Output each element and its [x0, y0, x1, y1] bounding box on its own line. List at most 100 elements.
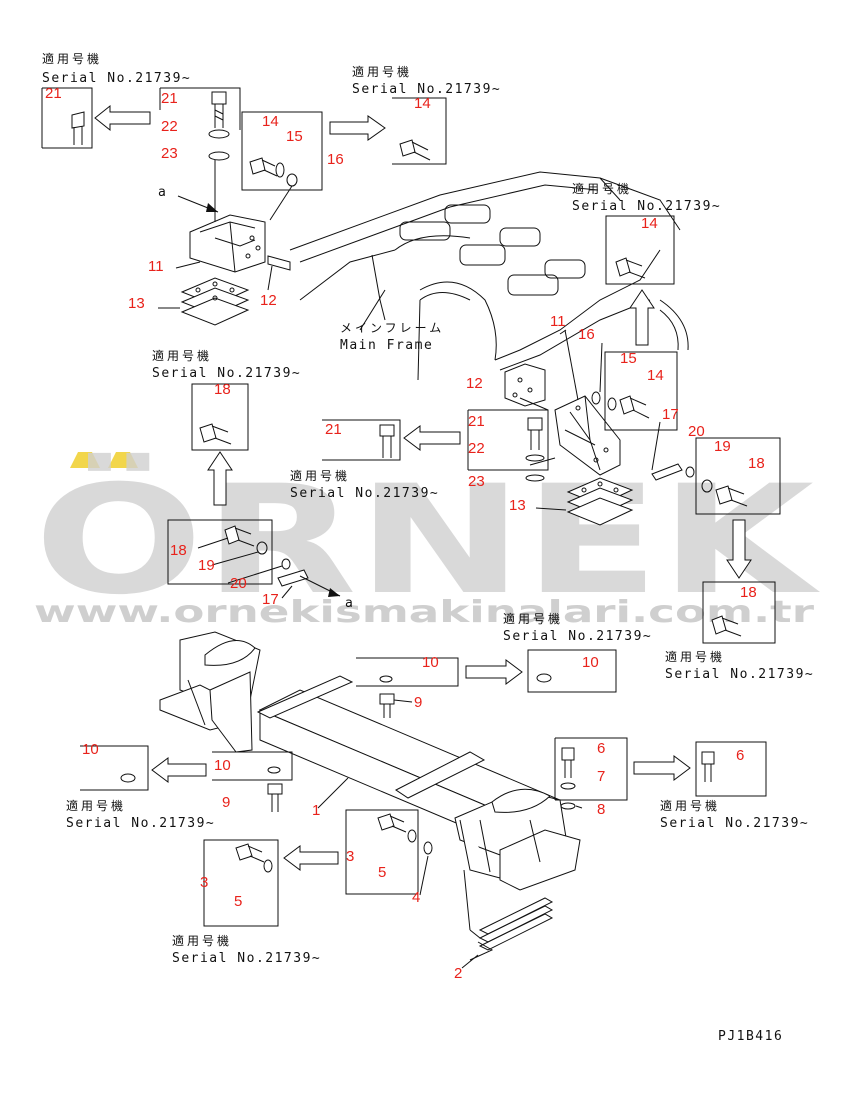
- arrow-right-1: [329, 115, 386, 141]
- detail-box-bolt-3: [345, 809, 433, 895]
- callout: 21: [161, 90, 178, 107]
- callout: 23: [468, 473, 485, 490]
- detail-box-washer-10-top: [356, 657, 459, 718]
- callout: 14: [647, 367, 664, 384]
- callout: 21: [45, 85, 62, 102]
- watermark-url: www.ornekismakinalari.com.tr: [34, 595, 814, 630]
- serial-note-en-10: Serial No.21739~: [172, 951, 321, 966]
- callout: 3: [200, 874, 208, 891]
- detail-box-bolt-6: [554, 737, 628, 810]
- callout: 17: [262, 591, 279, 608]
- serial-note-jp-1: 適用号機: [42, 51, 102, 66]
- serial-note-en-6: Serial No.21739~: [152, 366, 301, 381]
- callout: 3: [346, 848, 354, 865]
- callout: 23: [161, 145, 178, 162]
- serial-box-right-top: [605, 215, 675, 285]
- arrow-down-right: [726, 519, 752, 579]
- callout: 6: [736, 747, 744, 764]
- callout-numbers: 21 21 22 23 14 15 16 14 11 12 13 14 11 1…: [45, 85, 765, 982]
- bracket-left-group: [177, 160, 291, 326]
- callout: 14: [641, 215, 658, 232]
- main-frame-label-jp: メインフレーム: [340, 321, 444, 335]
- callout: 5: [234, 893, 242, 910]
- serial-note-jp-10: 適用号機: [172, 933, 232, 948]
- arrow-up-right: [629, 289, 655, 346]
- callout: 22: [468, 440, 485, 457]
- serial-note-jp-8: 適用号機: [66, 798, 126, 813]
- serial-box-top-left: [41, 87, 93, 149]
- serial-box-washer-10-left: [80, 745, 149, 791]
- serial-note-en-8: Serial No.21739~: [66, 816, 215, 831]
- view-marker-a-bottom: a: [345, 596, 354, 611]
- drawing-code: PJ1B416: [718, 1029, 783, 1044]
- leader-lines: [158, 261, 661, 969]
- callout: 12: [260, 292, 277, 309]
- detail-box-bolt-18-right: [685, 437, 781, 515]
- serial-box-top-center: [392, 97, 447, 165]
- view-marker-a-top: a: [158, 185, 167, 200]
- callout: 10: [214, 757, 231, 774]
- callout: 13: [128, 295, 145, 312]
- watermark-accent-dot-left: [70, 452, 100, 468]
- serial-note-jp-5: 適用号機: [665, 649, 725, 664]
- callout: 2: [454, 965, 462, 982]
- callout: 22: [161, 118, 178, 135]
- axle-frame-drawing: [159, 631, 581, 961]
- watermark-accent-dot-right: [108, 452, 138, 468]
- callout: 16: [327, 151, 344, 168]
- arrow-right-3: [633, 755, 691, 781]
- serial-note-jp-4: 適用号機: [290, 468, 350, 483]
- callout: 6: [597, 740, 605, 757]
- callout: 18: [740, 584, 757, 601]
- arrow-left-2: [403, 425, 461, 451]
- leader-16: [269, 185, 293, 221]
- serial-box-center-left: [322, 419, 401, 461]
- arrow-left-4: [283, 845, 339, 871]
- callout: 15: [620, 350, 637, 367]
- arrow-right-2: [465, 659, 523, 685]
- arrow-left-3: [151, 757, 207, 783]
- callout: 14: [414, 95, 431, 112]
- detail-box-bolt-21-center: [467, 409, 549, 482]
- callout: 20: [230, 575, 247, 592]
- serial-note-en-9: Serial No.21739~: [660, 816, 809, 831]
- serial-note-en-5: Serial No.21739~: [665, 667, 814, 682]
- callout: 10: [422, 654, 439, 671]
- serial-box-right-mid: [702, 581, 776, 644]
- callout: 21: [468, 413, 485, 430]
- serial-box-bolt-6: [695, 741, 767, 797]
- callout: 20: [688, 423, 705, 440]
- detail-box-bolt-14-right: [591, 351, 678, 431]
- serial-note-jp-9: 適用号機: [660, 798, 720, 813]
- bracket-right-group: [504, 329, 683, 526]
- main-frame-label-en: Main Frame: [340, 338, 433, 353]
- serial-note-en-1: Serial No.21739~: [42, 71, 191, 86]
- callout: 4: [412, 889, 420, 906]
- detail-box-washer-10-left: [212, 751, 293, 812]
- callout: 8: [597, 801, 605, 818]
- callout: 14: [262, 113, 279, 130]
- serial-note-en-2: Serial No.21739~: [352, 82, 501, 97]
- callout: 13: [509, 497, 526, 514]
- callout: 7: [597, 768, 605, 785]
- serial-box-bolt-3: [203, 839, 279, 927]
- serial-box-washer-10-top: [527, 649, 617, 693]
- callout: 5: [378, 864, 386, 881]
- detail-box-bolt-18-left: [167, 519, 309, 587]
- serial-note-en-4: Serial No.21739~: [290, 486, 439, 501]
- serial-box-left-mid: [191, 383, 249, 451]
- serial-note-jp-7: 適用号機: [503, 611, 563, 626]
- callout: 17: [662, 406, 679, 423]
- serial-note-jp-3: 適用号機: [572, 181, 632, 196]
- callout: 10: [82, 741, 99, 758]
- serial-note-jp-2: 適用号機: [352, 64, 412, 79]
- callout: 21: [325, 421, 342, 438]
- watermark: ÖRNEK www.ornekismakinalari.com.tr: [34, 452, 820, 630]
- callout: 18: [748, 455, 765, 472]
- callout: 15: [286, 128, 303, 145]
- detail-box-bolt-21: [159, 87, 241, 161]
- callout: 18: [170, 542, 187, 559]
- callout: 11: [148, 258, 164, 275]
- callout: 19: [198, 557, 215, 574]
